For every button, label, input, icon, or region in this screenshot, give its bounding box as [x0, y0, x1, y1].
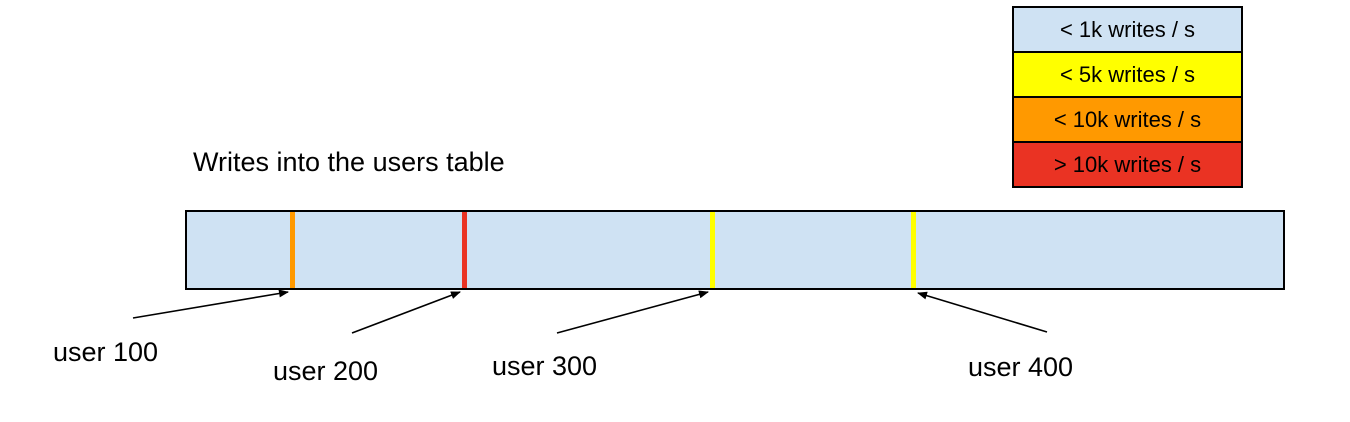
user-label: user 400 — [968, 352, 1074, 382]
legend-item: > 10k writes / s — [1012, 141, 1243, 188]
annotation-arrow — [351, 291, 461, 334]
write-hotspot-stripe — [911, 212, 916, 288]
users-table-bar — [185, 210, 1285, 290]
user-label: user 200 — [273, 356, 379, 386]
legend-item: < 5k writes / s — [1012, 51, 1243, 98]
diagram-title: Writes into the users table — [193, 147, 505, 177]
user-label: user 100 — [53, 337, 159, 367]
user-label: user 300 — [492, 351, 598, 381]
annotation-arrow — [132, 289, 289, 319]
legend-item: < 10k writes / s — [1012, 96, 1243, 143]
legend-item: < 1k writes / s — [1012, 6, 1243, 53]
write-hotspot-stripe — [290, 212, 295, 288]
legend: < 1k writes / s< 5k writes / s< 10k writ… — [1012, 6, 1243, 188]
annotation-arrow — [556, 290, 709, 334]
write-hotspot-stripe — [710, 212, 715, 288]
annotation-arrow — [917, 291, 1048, 333]
write-hotspot-stripe — [462, 212, 467, 288]
